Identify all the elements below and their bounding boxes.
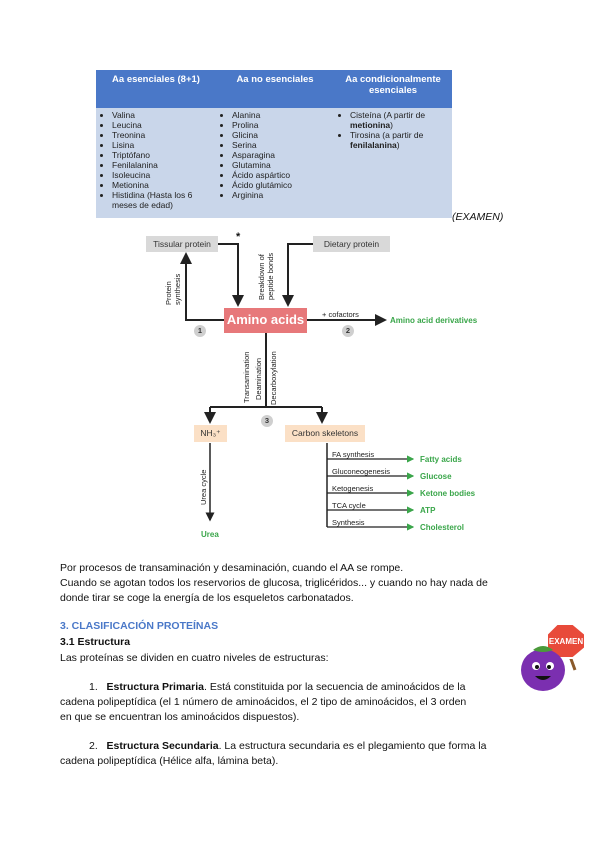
urea-cycle-label: Urea cycle [199,469,208,505]
pathway-product: Cholesterol [420,523,465,532]
amino-acids-table: Aa esenciales (8+1) Aa no esenciales Aa … [96,70,452,218]
non-essential-column: AlaninaProlinaGlicinaSerinaAsparaginaGlu… [216,108,334,218]
examen-note: (EXAMEN) [452,211,504,223]
paragraph-levels: Las proteínas se dividen en cuatro nivel… [60,652,329,664]
deamination-label: Deamination [254,357,263,400]
step-2-marker: 2 [342,325,354,337]
essential-item: Lisina [112,140,214,150]
non-essential-item: Serina [232,140,332,150]
non-essential-item: Arginina [232,190,332,200]
header-essential: Aa esenciales (8+1) [96,70,216,108]
step-1-marker: 1 [194,325,206,337]
pathway-label: TCA cycle [332,501,366,510]
non-essential-item: Glutamina [232,160,332,170]
amino-acids-box: Amino acids [224,308,307,333]
non-essential-item: Alanina [232,110,332,120]
item-2-line-1: 2. Estructura Secundaria. La estructura … [89,740,487,752]
essential-item: Histidina (Hasta los 6 meses de edad) [112,190,214,210]
stop-sign-icon [546,623,586,659]
pathway-label: Synthesis [332,518,365,527]
essential-item: Isoleucina [112,170,214,180]
examen-sticker: EXAMEN [521,623,586,691]
cofactors-label: + cofactors [322,310,359,319]
non-essential-item: Glicina [232,130,332,140]
pathway-label: Gluconeogenesis [332,467,390,476]
pathway-product: ATP [420,506,436,515]
conditional-item: Cisteína (A partir de metionina) [350,110,450,130]
pathway-product: Fatty acids [420,455,462,464]
essential-item: Valina [112,110,214,120]
item-2-line-2: cadena polipeptídica (Hélice alfa, lámin… [60,755,279,767]
non-essential-item: Ácido aspártico [232,170,332,180]
conditional-item: Tirosina (a partir de fenilalanina) [350,130,450,150]
nh3-box: NH₃⁺ [194,425,227,442]
subsection-heading: 3.1 Estructura [60,636,131,648]
asterisk: * [236,231,241,243]
item-1-line-1: 1. Estructura Primaria. Está constituida… [89,681,466,693]
essential-item: Fenilalanina [112,160,214,170]
essential-item: Leucina [112,120,214,130]
paragraph-transamination: Por procesos de transaminación y desamin… [60,562,404,574]
non-essential-item: Prolina [232,120,332,130]
header-non-essential: Aa no esenciales [216,70,334,108]
sticker-text: EXAMEN [549,637,583,646]
non-essential-item: Ácido glutámico [232,180,332,190]
pathway-product: Ketone bodies [420,489,476,498]
dietary-protein-box: Dietary protein [313,236,390,252]
decarboxylation-label: Decarboxylation [269,351,278,405]
step-3-marker: 3 [261,415,273,427]
pathway-label: Ketogenesis [332,484,374,493]
paragraph-reservoirs-1: Cuando se agotan todos los reservorios d… [60,577,488,589]
essential-item: Treonina [112,130,214,140]
tissular-protein-box: Tissular protein [146,236,218,252]
conditional-column: Cisteína (A partir de metionina)Tirosina… [334,108,452,218]
essential-item: Metionina [112,180,214,190]
transamination-label: Transamination [242,351,251,403]
paragraph-reservoirs-2: donde tirar se coge la energía de los es… [60,592,354,604]
essential-item: Triptófano [112,150,214,160]
non-essential-item: Asparagina [232,150,332,160]
section-heading: 3. CLASIFICACIÓN PROTEÍNAS [60,620,219,632]
pathway-product: Glucose [420,472,452,481]
item-1-line-2: cadena polipeptídica (el 1 número de ami… [60,696,467,708]
header-conditional: Aa condicionalmente esenciales [334,70,452,108]
diagram-arrows [180,243,415,531]
carbon-skeletons-box: Carbon skeletons [285,425,365,442]
pathway-label: FA synthesis [332,450,375,459]
item-1-line-3: en que se encuentran los aminoácidos dis… [60,711,300,723]
amino-acid-derivatives: Amino acid derivatives [390,316,478,325]
essential-column: ValinaLeucinaTreoninaLisinaTriptófanoFen… [96,108,216,218]
urea-label: Urea [201,530,219,539]
